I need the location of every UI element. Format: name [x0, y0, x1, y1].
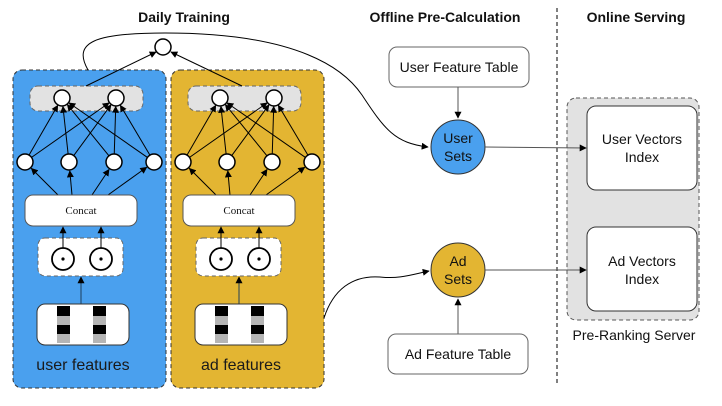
feature-cell-black: [57, 306, 70, 316]
dense-edge: [189, 102, 268, 158]
user-sets-label-line1: User: [443, 130, 473, 146]
header-daily-training: Daily Training: [138, 9, 230, 25]
ad-sets-node: [430, 242, 486, 298]
offline-section: User Feature Table User Sets Ad Sets Ad …: [387, 46, 530, 375]
dense-edge: [68, 102, 148, 158]
dense-edge: [218, 105, 227, 155]
user-sets-node: [430, 119, 486, 175]
embedding-dot: [61, 257, 65, 261]
user-feature-table-label: User Feature Table: [400, 59, 519, 75]
hidden-neuron: [145, 153, 163, 171]
feature-cell-gray: [57, 316, 70, 325]
user-index-label-line2: Index: [625, 149, 659, 165]
feature-cell-black: [215, 306, 228, 316]
hidden-neuron: [218, 153, 236, 171]
user-vectors-index-box: [586, 105, 698, 191]
concat-label: Concat: [65, 205, 96, 217]
output-node: [154, 38, 172, 56]
feature-box: [36, 303, 130, 346]
hidden-neuron: [303, 153, 321, 171]
ad-index-label-line2: Index: [625, 271, 659, 287]
ad-index-label-line1: Ad Vectors: [608, 253, 676, 269]
dense-edge: [66, 104, 110, 157]
concat-edge: [265, 166, 306, 196]
output-neuron: [107, 89, 125, 107]
dense-edge: [31, 102, 110, 158]
hidden-neuron: [105, 153, 123, 171]
concat-edge: [91, 168, 110, 196]
feature-cell-black: [251, 325, 264, 334]
feature-cell-gray: [93, 316, 106, 325]
user-sets-label-line2: Sets: [444, 148, 472, 164]
concat-edge: [30, 167, 59, 196]
dense-edge: [112, 105, 120, 155]
feature-cell-black: [57, 325, 70, 334]
feature-cell-gray: [251, 334, 264, 343]
edge-ad-to-output: [170, 51, 243, 87]
feature-cell-gray: [215, 316, 228, 325]
concat-edge: [66, 170, 74, 196]
hidden-neuron: [16, 153, 34, 171]
feature-cell-gray: [251, 316, 264, 325]
output-layer-group: [29, 85, 144, 112]
online-section: User Vectors Index Ad Vectors Index Pre-…: [484, 97, 700, 343]
embedding-dot: [219, 257, 223, 261]
dense-edge: [186, 104, 217, 156]
hidden-neuron: [263, 153, 281, 171]
output-layer-group: [187, 85, 302, 112]
dense-edge: [224, 104, 268, 157]
feature-cell-gray: [215, 334, 228, 343]
dense-edge: [119, 104, 151, 156]
embedding-dot: [257, 257, 261, 261]
pre-ranking-server-label: Pre-Ranking Server: [573, 327, 696, 343]
feature-cell-black: [215, 325, 228, 334]
header-online: Online Serving: [587, 9, 686, 25]
edge-user-sets-to-index: [484, 144, 587, 152]
dense-edge: [28, 104, 59, 156]
top-output: [82, 32, 430, 319]
concat-box: [24, 194, 138, 227]
output-neuron: [211, 89, 229, 107]
header-offline: Offline Pre-Calculation: [370, 9, 521, 25]
concat-edge: [224, 170, 232, 196]
user-tower: Concat user features: [12, 69, 167, 389]
user-feature-table-box: [388, 46, 530, 88]
tower-label: ad features: [201, 357, 281, 374]
feature-cell-black: [93, 306, 106, 316]
ad-feature-table-box: [387, 333, 529, 375]
output-neuron: [53, 89, 71, 107]
ad-feature-table-label: Ad Feature Table: [405, 346, 512, 362]
feature-cell-gray: [93, 334, 106, 343]
feature-box: [194, 303, 288, 346]
dense-edge: [73, 104, 112, 156]
edge-user-tower-to-user-sets: [82, 32, 429, 150]
hidden-neuron: [174, 153, 192, 171]
user-index-label-line1: User Vectors: [602, 131, 682, 147]
ad-sets-label-line2: Sets: [444, 271, 472, 287]
ad-sets-label-line1: Ad: [449, 253, 466, 269]
concat-box: [182, 194, 296, 227]
dense-edge: [226, 102, 306, 158]
edge-user-to-output: [85, 51, 157, 87]
dense-edge: [277, 104, 309, 156]
concat-edge: [249, 168, 268, 196]
dense-edge: [231, 104, 270, 156]
ad-tower: Concat ad features: [170, 69, 325, 389]
output-neuron: [265, 89, 283, 107]
dense-edge: [270, 105, 278, 155]
feature-cell-black: [251, 306, 264, 316]
dense-edge: [60, 105, 69, 155]
concat-edge: [107, 166, 148, 196]
edge-ad-tower-to-ad-sets: [323, 268, 430, 319]
concat-edge: [188, 167, 217, 196]
hidden-neuron: [60, 153, 78, 171]
tower-label: user features: [36, 357, 129, 374]
feature-cell-gray: [57, 334, 70, 343]
feature-cell-black: [93, 325, 106, 334]
ad-vectors-index-box: [586, 226, 698, 312]
embedding-dot: [99, 257, 103, 261]
concat-label: Concat: [223, 205, 254, 217]
